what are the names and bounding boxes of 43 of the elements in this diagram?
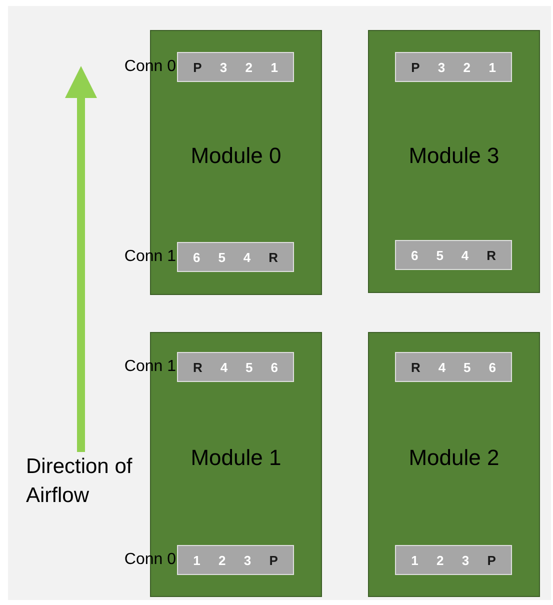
pin-label: 5 [436,248,444,262]
module-box [368,332,540,597]
pin-label: 6 [192,250,200,264]
pin-label: 5 [218,250,226,264]
connector-bar [395,240,512,270]
pin-label: P [487,552,496,568]
module-title: Module 1 [190,445,282,471]
pin-label: P [269,552,278,568]
pin-label: 4 [243,250,251,264]
pin-label: 4 [438,360,446,374]
pin-label: 6 [270,360,278,374]
module-title: Module 2 [408,445,500,471]
connector-bar [395,545,512,575]
connector-bar [395,352,512,382]
module-title: Module 3 [408,143,500,169]
pin-label: 2 [218,552,226,568]
pin-label: 2 [245,60,253,74]
pin-label: 6 [410,248,418,262]
pin-label: 3 [244,552,252,568]
pin-label: R [192,360,202,374]
pin-label: P [193,60,202,74]
module-title: Module 0 [190,143,282,169]
connector-bar [395,52,512,82]
pin-label: 5 [246,360,253,374]
pin-label: 1 [193,552,200,568]
pin-label: 4 [461,248,469,262]
pin-label: P [411,60,420,74]
pin-label: 3 [438,60,446,74]
pin-label: 6 [488,360,496,374]
pin-label: R [410,360,420,374]
pin-label: R [268,250,278,264]
pin-label: R [486,248,496,262]
pin-label: 5 [464,360,471,374]
pin-label: 1 [270,60,278,74]
module-box [368,30,540,293]
pin-label: 3 [220,60,228,74]
pin-label: 2 [463,60,471,74]
airflow-label: Direction of Airflow [26,454,134,509]
pin-label: 1 [411,552,418,568]
pin-label: 1 [488,60,496,74]
pin-label: 3 [462,552,470,568]
pin-label: 2 [436,552,444,568]
pin-label: 4 [220,360,228,374]
